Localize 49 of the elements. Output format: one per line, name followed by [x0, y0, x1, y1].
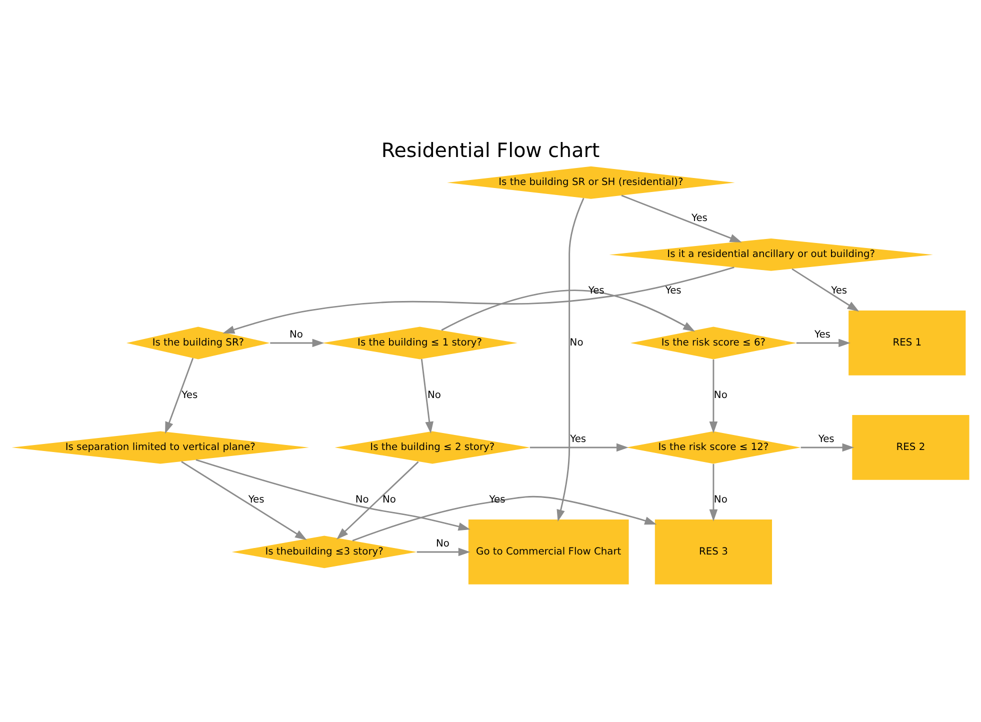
arrow: [416, 548, 470, 556]
diagram-title: Residential Flow chart: [381, 139, 600, 162]
edge-label: No: [355, 494, 369, 506]
arrow: [270, 338, 324, 348]
arrow: [420, 358, 434, 434]
arrow: [530, 443, 628, 452]
edge-label: No: [289, 329, 303, 340]
node-box: RES 2: [852, 415, 970, 480]
edge-label: Yes: [692, 213, 708, 224]
arrow: [792, 268, 860, 312]
arrow: [352, 496, 657, 542]
node-diamond: Is the building ≤ 2 story?: [334, 431, 530, 464]
edge-label: No: [570, 338, 584, 349]
node-diamond: Is the risk score ≤ 6?: [630, 326, 796, 360]
arrow: [556, 198, 584, 522]
arrow: [709, 359, 718, 434]
node-box: Go to Commercial Flow Chart: [468, 520, 629, 584]
edge-label: Yes: [665, 285, 682, 296]
edge-label: Yes: [248, 494, 264, 506]
edge-label: Yes: [182, 390, 198, 401]
edge-label: Yes: [489, 494, 506, 506]
node-diamond: Is separation limited to vertical plane?: [12, 431, 310, 464]
arrow: [196, 459, 470, 531]
arrow: [709, 464, 718, 522]
arrow: [336, 461, 419, 540]
arrow: [796, 338, 850, 348]
node-diamond: Is the risk score ≤ 12?: [626, 431, 801, 464]
edge-label: No: [436, 538, 450, 550]
node-diamond: Is it a residential ancillary or out building?: [609, 238, 933, 271]
edge-label: Yes: [588, 285, 604, 296]
edge-label: No: [382, 494, 396, 506]
node-diamond: Is thebuilding ≤3 story?: [232, 536, 417, 568]
node-box: RES 3: [654, 520, 772, 584]
arrow: [165, 358, 194, 434]
arrow: [441, 290, 696, 332]
node-box: RES 1: [848, 310, 966, 376]
arrow: [800, 443, 854, 452]
edge-label: Yes: [570, 434, 586, 445]
node-diamond: Is the building ≤ 1 story?: [322, 326, 518, 360]
arrow: [621, 194, 742, 242]
node-diamond: Is the building SR or SH (residential)?: [447, 166, 735, 199]
edge-label: Yes: [831, 285, 848, 296]
edge-label: Yes: [814, 329, 830, 340]
edge-label: Yes: [818, 434, 834, 445]
edge-label: No: [427, 390, 441, 401]
arrow: [181, 460, 307, 540]
edge-label: No: [714, 494, 728, 506]
arrow: [222, 266, 734, 334]
edge-label: No: [714, 390, 728, 401]
